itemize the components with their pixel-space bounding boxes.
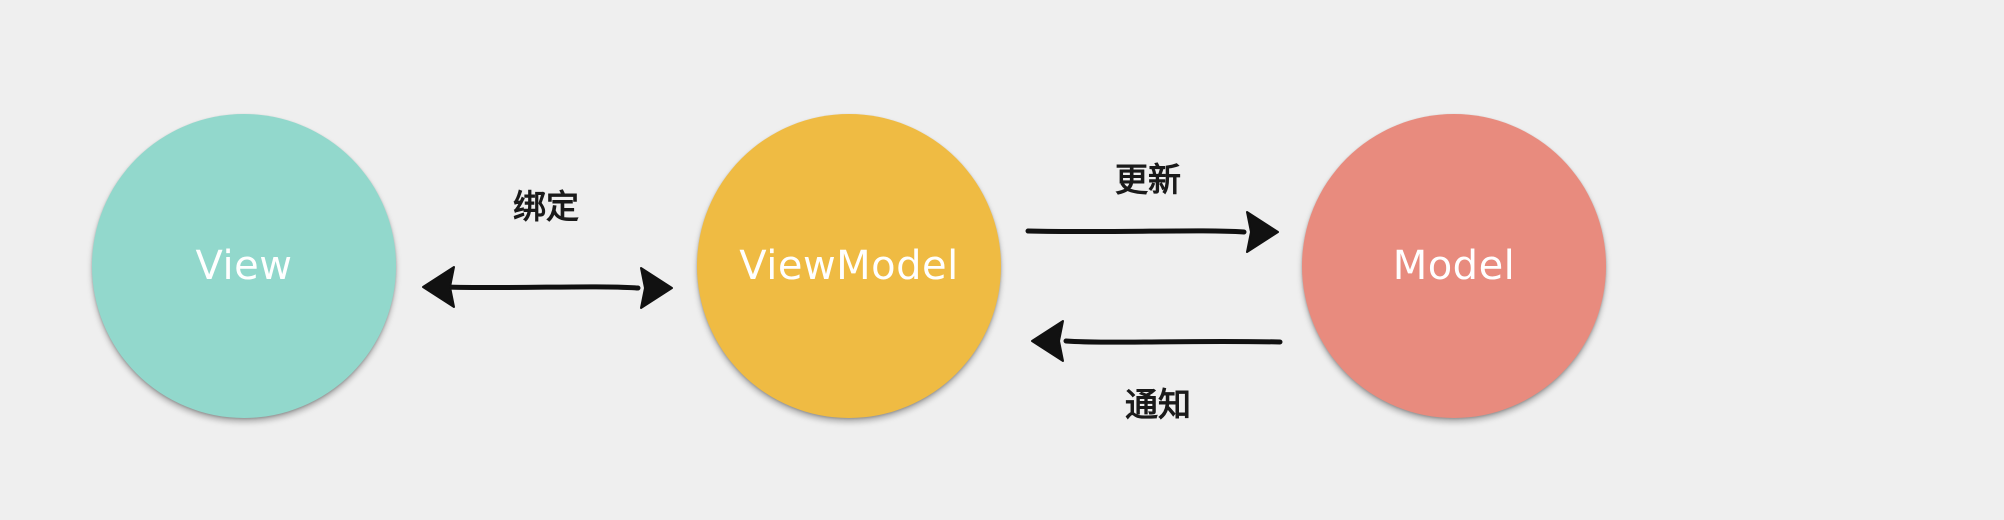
- bind-edge-label: 绑定: [513, 187, 579, 226]
- bind-arrow-head-right: [640, 267, 673, 309]
- update-arrow-head: [1246, 211, 1279, 253]
- notify-arrow: [1031, 320, 1283, 362]
- view-node: View: [92, 114, 396, 418]
- bind-arrow-line: [441, 284, 641, 291]
- view-node-label: View: [195, 243, 293, 289]
- notify-arrow-head: [1031, 320, 1064, 362]
- notify-edge-label: 通知: [1125, 385, 1191, 424]
- update-edge-label: 更新: [1115, 160, 1181, 199]
- model-node: Model: [1302, 114, 1606, 418]
- update-arrow: [1025, 211, 1279, 253]
- viewmodel-node-label: ViewModel: [739, 243, 959, 289]
- notify-arrow-line: [1063, 338, 1283, 345]
- update-arrow-line: [1025, 228, 1247, 235]
- bind-arrow: [422, 266, 673, 309]
- viewmodel-node: ViewModel: [697, 114, 1001, 418]
- bind-arrow-head-left: [422, 266, 455, 308]
- model-node-label: Model: [1392, 243, 1516, 289]
